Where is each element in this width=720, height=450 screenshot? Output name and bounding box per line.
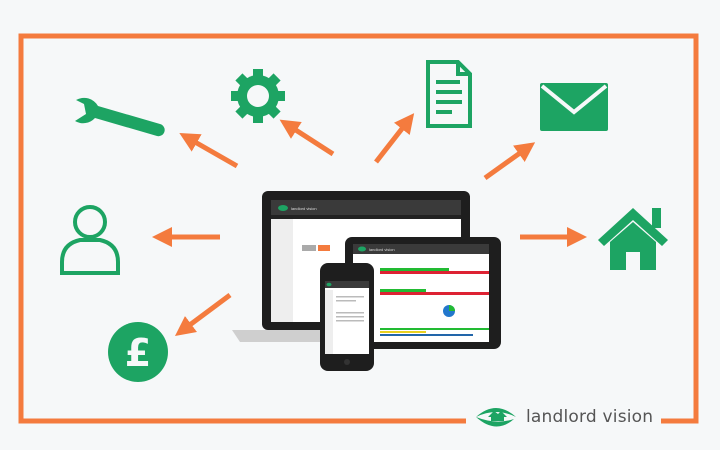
tablet-brand: landlord vision bbox=[369, 247, 395, 252]
tablet-device: landlord vision bbox=[345, 237, 501, 349]
document-icon bbox=[426, 60, 472, 128]
envelope-icon bbox=[540, 83, 608, 131]
eye-house-logo-icon bbox=[476, 408, 516, 427]
laptop-brand: landlord vision bbox=[291, 206, 317, 211]
pound-icon: £ bbox=[108, 322, 168, 382]
arrow-to-gear bbox=[279, 119, 335, 157]
user-icon bbox=[60, 205, 120, 275]
house-icon bbox=[598, 208, 668, 270]
frame-border bbox=[18, 33, 699, 424]
wrench-icon bbox=[75, 97, 165, 137]
gear-icon bbox=[231, 69, 285, 123]
arrow-to-envelope bbox=[483, 142, 536, 181]
brand-name: landlord vision bbox=[526, 407, 654, 427]
brand-logo: landlord vision bbox=[466, 400, 662, 434]
svg-text:£: £ bbox=[125, 331, 151, 375]
arrow-to-document bbox=[374, 113, 415, 164]
arrow-to-wrench bbox=[179, 133, 239, 169]
phone-device bbox=[320, 263, 374, 371]
arrow-to-pound bbox=[174, 292, 232, 336]
